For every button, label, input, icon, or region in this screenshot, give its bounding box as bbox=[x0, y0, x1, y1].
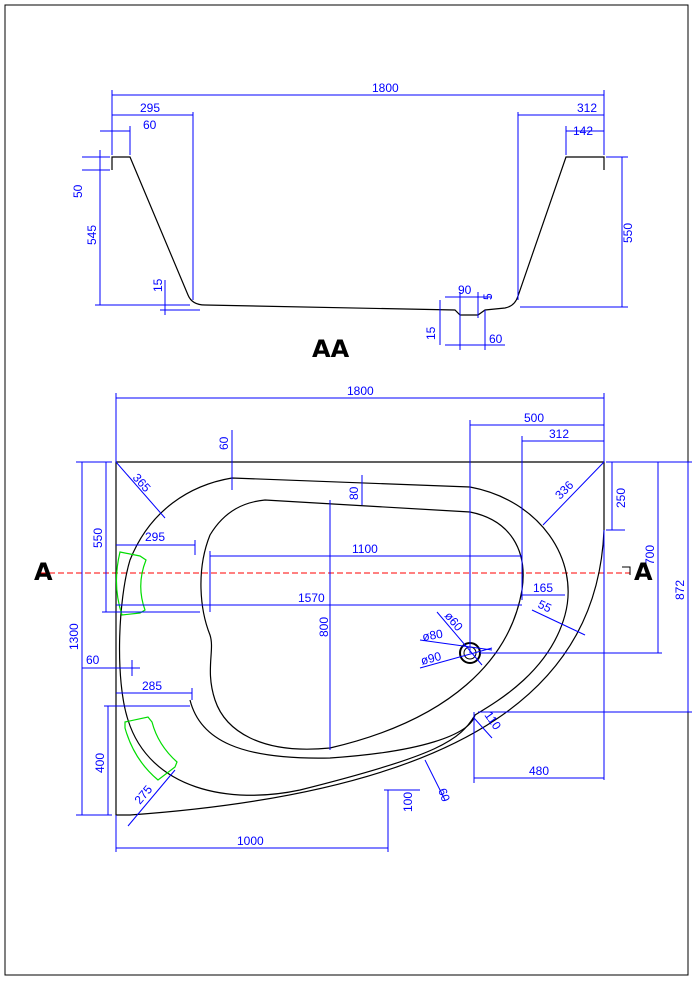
plan-dim: 60 bbox=[435, 786, 453, 804]
plan-dim-drain: ø80 bbox=[421, 627, 444, 644]
basin-contour bbox=[200, 499, 524, 750]
section-marker-right: A bbox=[634, 558, 653, 586]
section-dim: 545 bbox=[85, 225, 99, 245]
tub-rim-contour bbox=[118, 477, 569, 796]
plan-dim: 400 bbox=[93, 753, 107, 773]
plan-dim: 1570 bbox=[298, 591, 325, 605]
section-marker-tick bbox=[622, 566, 631, 575]
plan-dim: 800 bbox=[317, 617, 331, 637]
section-dimension-lines bbox=[82, 90, 628, 350]
tub-outer-edge bbox=[115, 461, 605, 816]
plan-dim: 60 bbox=[86, 653, 100, 667]
headrest-upper bbox=[115, 551, 147, 616]
plan-dim: 275 bbox=[132, 782, 156, 807]
section-view: 1800 295 60 312 142 50 545 15 550 90 5 1… bbox=[71, 81, 635, 363]
section-dim: 550 bbox=[621, 223, 635, 243]
plan-dim: 872 bbox=[673, 580, 687, 600]
section-dim: 142 bbox=[573, 124, 593, 138]
plan-dim-drain: ø90 bbox=[419, 649, 443, 668]
plan-dim: 295 bbox=[145, 530, 165, 544]
section-dim: 295 bbox=[140, 101, 160, 115]
plan-dim: 550 bbox=[91, 528, 105, 548]
plan-dim: 312 bbox=[549, 427, 569, 441]
section-dim: 60 bbox=[143, 118, 157, 132]
plan-dim: 500 bbox=[524, 411, 544, 425]
plan-dim: 285 bbox=[142, 679, 162, 693]
plan-dim: 165 bbox=[533, 581, 553, 595]
plan-dim: 60 bbox=[217, 436, 231, 450]
section-dim: 312 bbox=[577, 101, 597, 115]
plan-dim: 480 bbox=[529, 764, 549, 778]
section-dim: 50 bbox=[71, 184, 85, 198]
plan-dim: 1000 bbox=[237, 834, 264, 848]
plan-dim: 336 bbox=[552, 478, 576, 502]
plan-dim: 250 bbox=[614, 488, 628, 508]
section-dim: 15 bbox=[424, 326, 438, 340]
plan-dim: 55 bbox=[536, 597, 554, 615]
section-marker-left: A bbox=[34, 558, 53, 586]
section-dim: 5 bbox=[481, 293, 495, 300]
section-dim-width: 1800 bbox=[372, 81, 399, 95]
plan-dim: 100 bbox=[401, 792, 415, 812]
plan-dim: 80 bbox=[347, 486, 361, 500]
section-dim: 90 bbox=[458, 283, 472, 297]
plan-view: 1800 500 312 60 80 365 336 250 700 872 5… bbox=[34, 384, 692, 852]
section-dim: 15 bbox=[151, 278, 165, 292]
plan-dim: 1300 bbox=[67, 623, 81, 650]
plan-dim: 365 bbox=[130, 471, 154, 495]
plan-dim-width: 1800 bbox=[347, 384, 374, 398]
section-profile bbox=[111, 156, 605, 316]
plan-dim-drain: ø60 bbox=[442, 609, 466, 634]
plan-dimension-lines bbox=[76, 393, 692, 852]
section-dim: 60 bbox=[489, 332, 503, 346]
section-title: AA bbox=[312, 335, 350, 363]
plan-dim: 700 bbox=[643, 545, 657, 565]
tub-rim-inner bbox=[189, 699, 476, 759]
headrest-lower bbox=[124, 716, 178, 781]
plan-dim: 1100 bbox=[352, 542, 378, 556]
